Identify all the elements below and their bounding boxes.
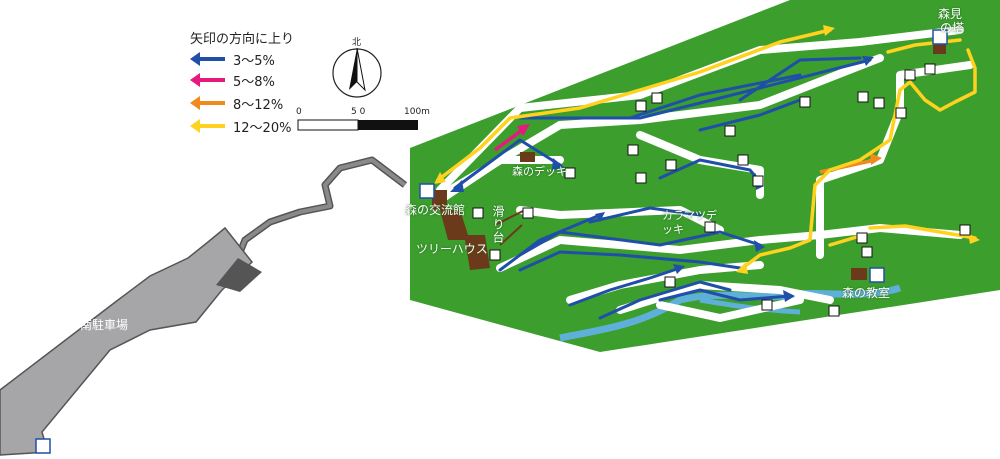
treehouse-label: ツリーハウス xyxy=(416,242,488,256)
tower-label-line2: の塔 xyxy=(940,21,965,35)
legend-label: 8〜12% xyxy=(233,97,284,113)
classroom-building xyxy=(851,268,867,280)
access-road-inner xyxy=(230,158,407,273)
legend-label: 3〜5% xyxy=(233,53,275,69)
stream-branch xyxy=(699,297,801,315)
slope-arrow-heads-blue xyxy=(450,56,874,302)
legend-arrows xyxy=(190,52,225,133)
slide-structure xyxy=(494,209,526,246)
parking-ramp xyxy=(216,258,262,292)
forest-area xyxy=(410,0,1000,352)
scale-label-50: 5 0 xyxy=(351,107,366,117)
compass xyxy=(332,47,382,98)
legend-label: 5〜8% xyxy=(233,74,275,90)
tower-label-line1: 森見 xyxy=(938,7,963,21)
legend-label: 12〜20% xyxy=(233,120,292,136)
exchange-hall-building xyxy=(432,190,447,210)
slope-arrows-blue xyxy=(453,56,872,320)
forest-deck-building xyxy=(520,152,535,162)
scale-label-0: 0 xyxy=(296,107,302,117)
parking-label: 南駐車場 xyxy=(80,318,129,332)
legend-item-8-12: 8〜12% xyxy=(225,93,283,113)
legend-item-12-20: 12〜20% xyxy=(225,116,291,136)
legend-item-3-5: 3〜5% xyxy=(225,49,275,69)
treehouse-building xyxy=(440,210,490,270)
scale-label-100: 100m xyxy=(404,107,430,117)
legend-item-5-8: 5〜8% xyxy=(225,70,275,90)
classroom-label: 森の教室 xyxy=(842,286,891,300)
scale-bar xyxy=(297,119,418,131)
tower-building xyxy=(933,42,946,54)
slope-arrows-yellow xyxy=(436,28,977,272)
parking-lot xyxy=(0,226,254,456)
slope-markers xyxy=(472,63,971,317)
legend-title: 矢印の方向に上り xyxy=(190,32,295,47)
slope-arrow-magenta xyxy=(493,126,527,152)
compass-north-label: 北 xyxy=(352,38,362,48)
larch-deck-label: カラマツデッキ xyxy=(662,209,717,236)
stream xyxy=(559,284,902,342)
slope-arrow-heads-yellow xyxy=(434,25,980,274)
exchange-hall-label: 森の交流館 xyxy=(405,203,466,217)
access-road xyxy=(228,156,408,274)
slide-label: 滑り台 xyxy=(491,205,505,244)
slope-arrow-head-orange xyxy=(870,153,882,165)
forest-deck-label: 森のデッキ xyxy=(512,165,567,178)
wheelchair-markers xyxy=(35,29,948,454)
slope-arrow-head-magenta xyxy=(517,124,530,136)
